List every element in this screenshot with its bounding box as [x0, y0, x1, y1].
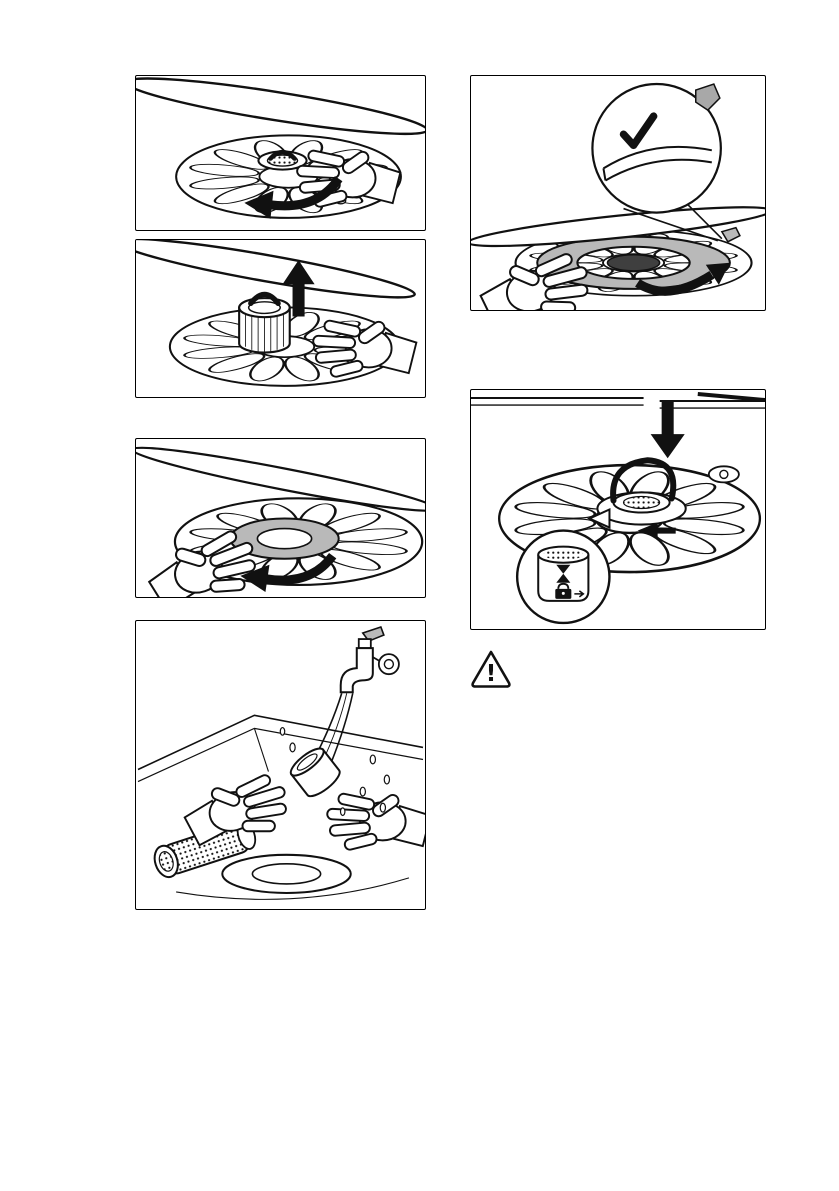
- illustration-lock-filter: [471, 392, 765, 625]
- filter-bail-handle: [610, 457, 677, 514]
- rotate-arrow-icon: [637, 522, 676, 539]
- callout-wedge: [623, 203, 723, 242]
- illustration-lift-filter: [136, 240, 418, 388]
- open-arrow-icon: [586, 507, 611, 530]
- tap-icon: [339, 626, 400, 694]
- warning-exclamation: !: [486, 661, 497, 687]
- down-arrow-icon: [650, 402, 685, 459]
- spray-arm: [136, 446, 425, 512]
- figure-step-remove-flat-filter: [135, 438, 426, 598]
- tab-detail: [695, 83, 721, 112]
- sump-hole: [606, 254, 661, 272]
- illustration-remove-flat-filter: [136, 446, 425, 597]
- spray-arm: [136, 240, 416, 299]
- warning-triangle-icon: !: [470, 649, 512, 689]
- micro-filter: [289, 747, 341, 798]
- figure-step-rotate-filter: [135, 75, 426, 231]
- spray-arm: [136, 77, 425, 136]
- flat-filter: [229, 517, 340, 560]
- warning-triangle-outline: [471, 650, 511, 688]
- counter-edge: [471, 392, 765, 409]
- illustration-rinse-filters: [137, 626, 425, 900]
- rotate-arrow-icon: [240, 552, 337, 592]
- hand-right: [326, 791, 425, 852]
- rotate-arrow-icon: [635, 262, 730, 296]
- sink: [137, 714, 424, 900]
- figure-step-lock-filter-assembly: [470, 389, 766, 630]
- filter-assembly: [239, 294, 290, 352]
- rotate-arrow-icon: [244, 175, 343, 219]
- figure-step-rinse-filters: [135, 620, 426, 910]
- flat-filter: [221, 853, 352, 894]
- checkmark-icon: [619, 112, 658, 150]
- figure-step-refit-flat-filter: [470, 75, 766, 311]
- locator-tab: [720, 226, 741, 243]
- figure-step-lift-filter-out: [135, 239, 426, 398]
- magnifier-circle: [591, 82, 722, 214]
- water-droplets: [279, 726, 391, 817]
- detail-circle: [515, 529, 611, 625]
- rotate-indicator: [556, 564, 571, 583]
- sprayer-mount: [707, 465, 740, 484]
- illustration-refit-flat-filter: [471, 82, 765, 310]
- illustration-rotate-filter: [136, 77, 425, 220]
- lock-icon: [555, 582, 585, 599]
- spray-arm: [471, 206, 765, 248]
